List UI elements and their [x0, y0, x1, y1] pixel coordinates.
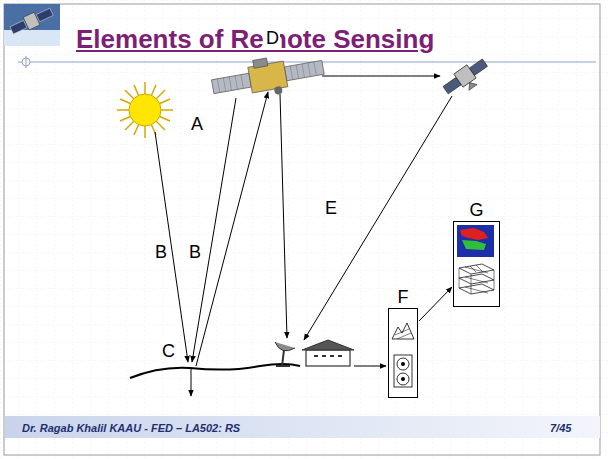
- box-outline: [388, 308, 418, 398]
- flow-arrow: [419, 287, 452, 321]
- product-box: G: [453, 200, 500, 307]
- callout-letter: A: [190, 114, 204, 135]
- callout-letter: G: [469, 200, 483, 221]
- page-number: 7/45: [550, 421, 571, 435]
- callout-letter: D: [265, 28, 280, 49]
- footer-text: Dr. Ragab Khalil KAAU - FED – LA502: RS: [22, 421, 240, 435]
- data-icons: [389, 309, 417, 397]
- storage-box: F: [388, 287, 418, 398]
- box-outline: [453, 221, 500, 307]
- callout-letter: C: [161, 341, 176, 362]
- callout-letter: F: [398, 287, 409, 308]
- callout-letter: B: [154, 242, 168, 263]
- callout-letter: B: [188, 242, 202, 263]
- slide-title: Elements of Remote Sensing: [76, 24, 434, 54]
- callout-letter: E: [324, 198, 338, 219]
- image-icons: [454, 222, 499, 306]
